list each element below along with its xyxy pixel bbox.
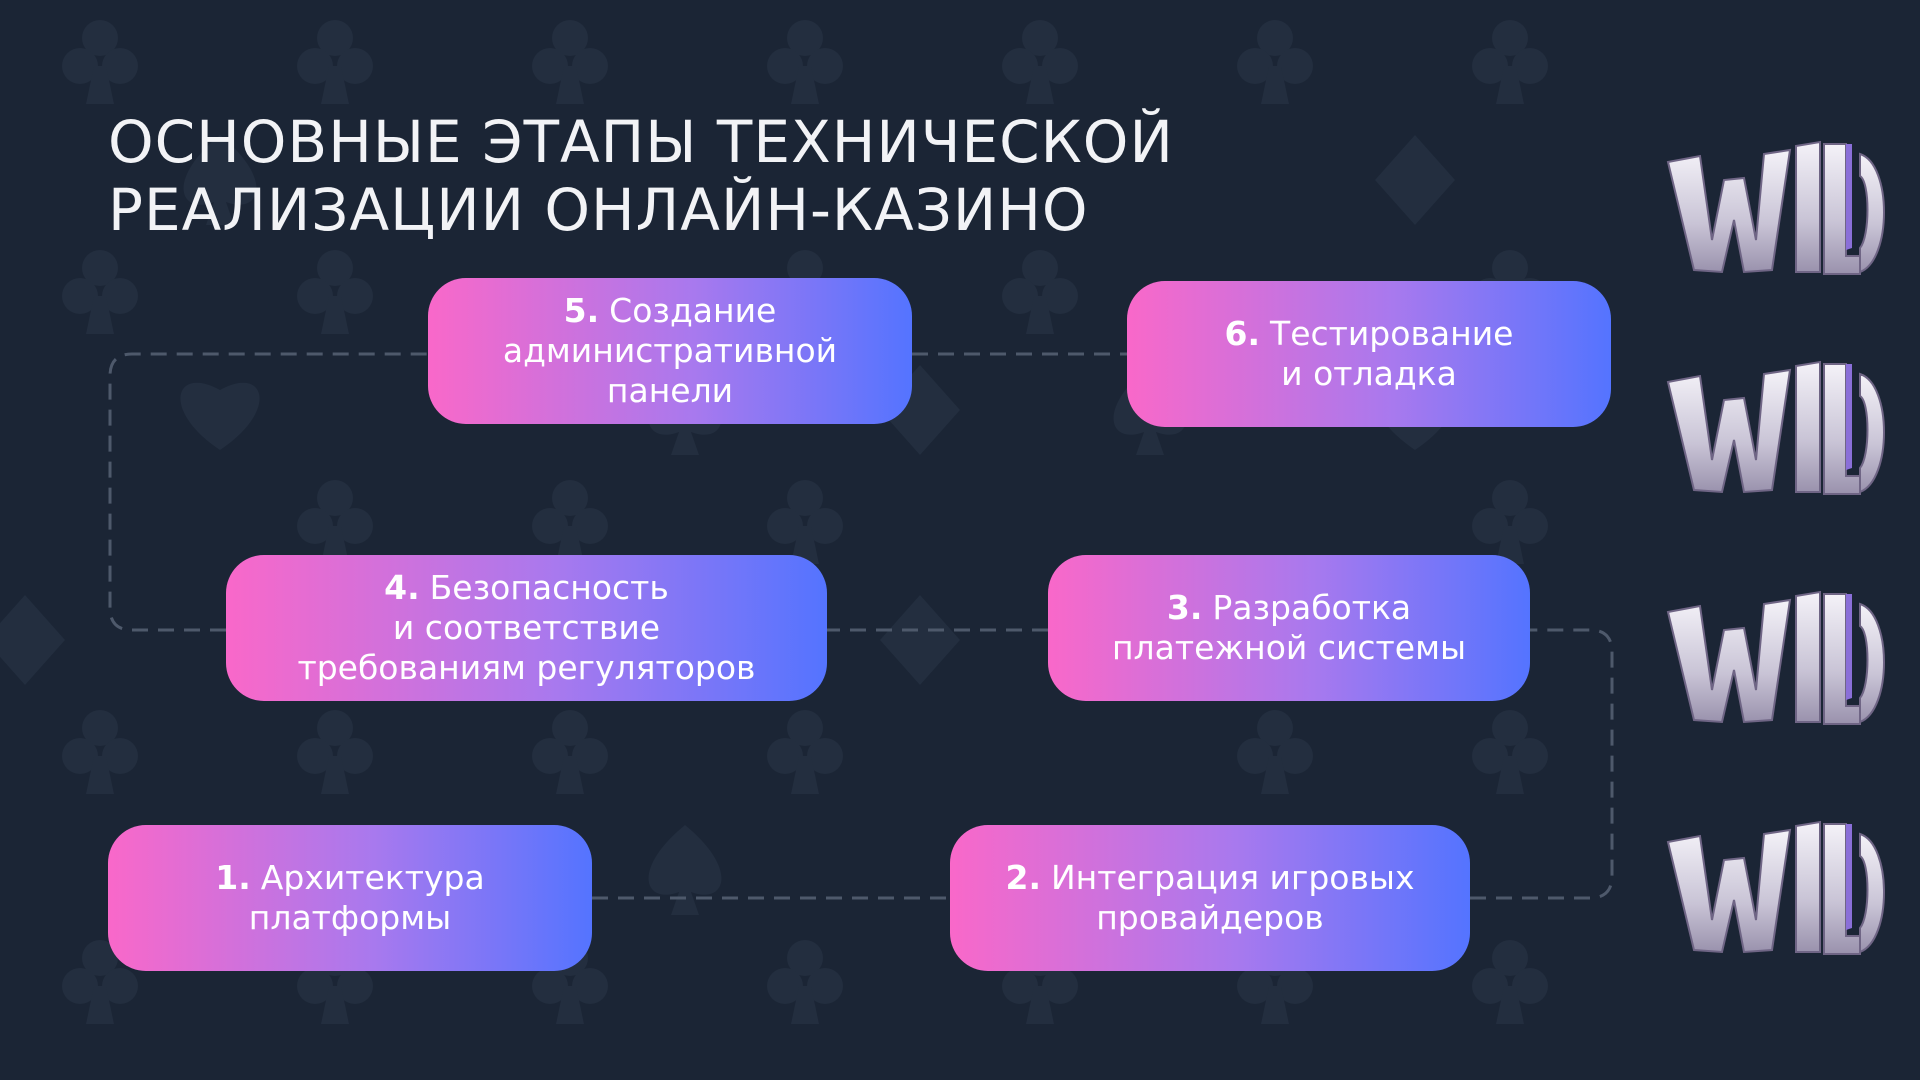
step-2-line-2: провайдеров: [1096, 898, 1324, 937]
step-5-line-3: панели: [606, 371, 734, 410]
step-6-number: 6.: [1224, 314, 1261, 353]
wild-logo: [1666, 140, 1885, 275]
slide-title: ОСНОВНЫЕ ЭТАПЫ ТЕХНИЧЕСКОЙ РЕАЛИЗАЦИИ ОН…: [108, 108, 1508, 244]
step-3-box: 3.Разработка платежной системы: [1048, 555, 1530, 701]
title-line-2: РЕАЛИЗАЦИИ ОНЛАЙН-КАЗИНО: [108, 176, 1089, 244]
connector-2-3: [1470, 628, 1614, 900]
step-5-line-1: Создание: [609, 291, 777, 330]
title-line-1: ОСНОВНЫЕ ЭТАПЫ ТЕХНИЧЕСКОЙ: [108, 108, 1174, 176]
step-4-line-3: требованиям регуляторов: [297, 648, 756, 687]
step-5-number: 5.: [563, 291, 600, 330]
step-3-line-2: платежной системы: [1111, 628, 1467, 667]
wild-logo: [1666, 360, 1885, 495]
step-5-line-2: административной: [502, 331, 838, 370]
step-4-box: 4.Безопасность и соответствие требования…: [226, 555, 827, 701]
step-1-box: 1.Архитектура платформы: [108, 825, 592, 971]
step-1-line-2: платформы: [248, 898, 452, 937]
step-2-line-1: Интеграция игровых: [1051, 858, 1415, 897]
step-4-line-1: Безопасность: [429, 568, 669, 607]
step-5-box: 5.Создание административной панели: [428, 278, 912, 424]
connector-4-5: [108, 352, 428, 632]
step-6-box: 6.Тестирование и отладка: [1127, 281, 1611, 427]
step-6-line-1: Тестирование: [1270, 314, 1514, 353]
step-3-line-1: Разработка: [1212, 588, 1412, 627]
step-1-number: 1.: [215, 858, 251, 897]
wild-logo: [1666, 590, 1885, 725]
step-4-number: 4.: [384, 568, 420, 607]
wild-logo: [1666, 820, 1885, 955]
step-1-line-1: Архитектура: [260, 858, 485, 897]
step-2-number: 2.: [1005, 858, 1042, 897]
step-2-box: 2.Интеграция игровых провайдеров: [950, 825, 1470, 971]
step-3-number: 3.: [1166, 588, 1203, 627]
step-6-line-2: и отладка: [1281, 354, 1457, 393]
step-4-line-2: и соответствие: [392, 608, 661, 647]
